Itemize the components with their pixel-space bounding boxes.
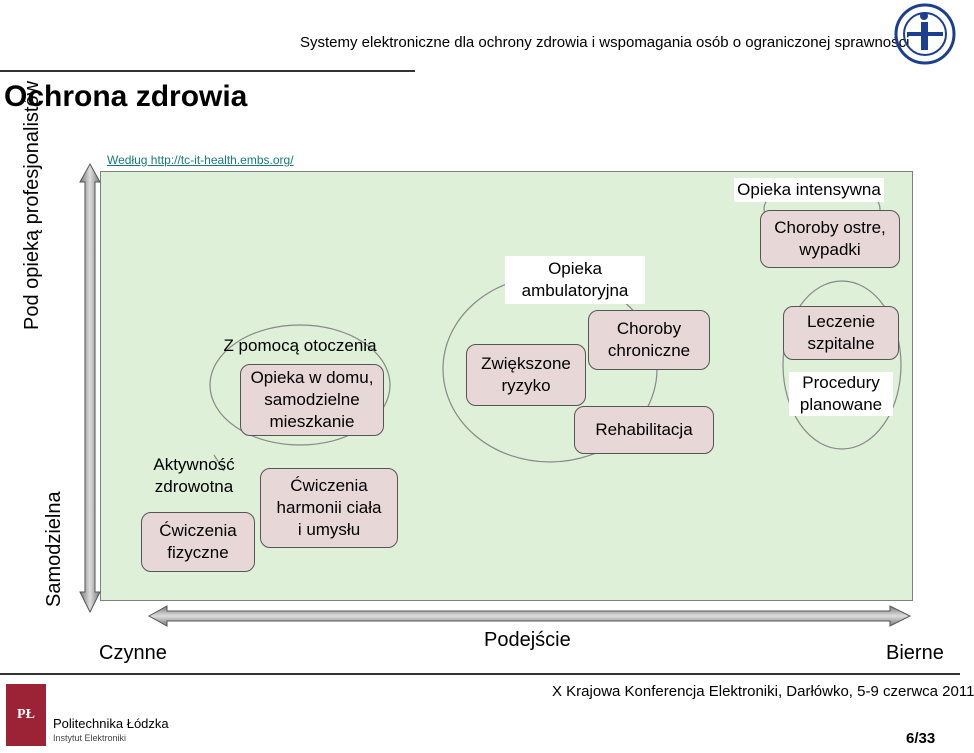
mind-body-line1: Ćwiczenia bbox=[290, 475, 368, 495]
x-axis-left-label: Czynne bbox=[99, 642, 167, 664]
chronic-disease-line2: chroniczne bbox=[607, 341, 691, 360]
acute-disease-box: Choroby ostre, wypadki bbox=[760, 210, 900, 268]
hospital-treatment-line2: szpitalne bbox=[807, 334, 875, 353]
active-health-line1: Aktywność bbox=[153, 455, 235, 474]
ambulatory-care-title: Opieka ambulatoryjna bbox=[505, 256, 645, 305]
home-care-box: Opieka w domu, samodzielne mieszkanie bbox=[240, 364, 384, 436]
hospital-treatment-box: Leczenie szpitalne bbox=[783, 306, 899, 360]
home-care-line1: Opieka w domu, bbox=[250, 367, 374, 387]
y-axis-bottom-label: Samodzielna bbox=[43, 491, 65, 607]
ambulatory-title-line1: Opieka bbox=[548, 259, 602, 278]
hospital-ellipse bbox=[782, 280, 902, 450]
increased-risk-box: Zwiększone ryzyko bbox=[466, 344, 586, 406]
mind-body-line2: harmonii ciała bbox=[276, 497, 382, 517]
ie-logo-icon bbox=[893, 2, 957, 66]
page-number: 6/33 bbox=[906, 730, 936, 747]
vertical-axis-arrow bbox=[79, 162, 101, 614]
planned-procedures-line2: planowane bbox=[799, 395, 883, 415]
ambulatory-title-line2: ambulatoryjna bbox=[521, 281, 629, 301]
home-care-title: Z pomocą otoczenia bbox=[223, 336, 377, 355]
page-title: Ochrona zdrowia bbox=[4, 80, 248, 113]
conference-footer: X Krajowa Konferencja Elektroniki, Darłó… bbox=[552, 683, 974, 700]
rehabilitation-label: Rehabilitacja bbox=[595, 419, 693, 439]
active-connector bbox=[213, 454, 225, 472]
source-link[interactable]: Według http://tc-it-health.embs.org/ bbox=[107, 153, 294, 167]
increased-risk-line1: Zwiększone bbox=[481, 353, 571, 373]
home-care-line2: samodzielne bbox=[264, 389, 360, 409]
mind-body-line3: i umysłu bbox=[297, 520, 361, 540]
hospital-treatment-line1: Leczenie bbox=[806, 311, 876, 331]
planned-procedures-box: Procedury planowane bbox=[789, 372, 893, 417]
intensive-care-title: Opieka intensywna bbox=[734, 178, 884, 203]
rehabilitation-box: Rehabilitacja bbox=[574, 406, 714, 454]
x-axis-center-label: Podejście bbox=[484, 629, 571, 651]
university-logo-icon: PŁ bbox=[6, 684, 46, 746]
institute-name: Instytut Elektroniki bbox=[53, 733, 127, 743]
chronic-disease-line1: Choroby bbox=[616, 318, 682, 338]
presentation-header: Systemy elektroniczne dla ochrony zdrowi… bbox=[300, 34, 910, 51]
x-axis-right-label: Bierne bbox=[886, 642, 944, 664]
header-divider bbox=[0, 70, 415, 72]
university-name: Politechnika Łódzka bbox=[53, 716, 169, 731]
home-care-ellipse bbox=[209, 324, 391, 446]
active-health-label: Aktywność zdrowotna bbox=[148, 454, 240, 498]
horizontal-axis-arrow bbox=[147, 605, 912, 627]
physical-exercise-line2: fizyczne bbox=[167, 543, 229, 562]
acute-disease-line2: wypadki bbox=[799, 240, 861, 259]
y-axis-top-label: Pod opieką profesjonalistów bbox=[21, 80, 43, 330]
mind-body-exercise-box: Ćwiczenia harmonii ciała i umysłu bbox=[260, 468, 398, 548]
physical-exercise-line1: Ćwiczenia bbox=[159, 520, 237, 540]
footer-divider bbox=[0, 673, 960, 675]
increased-risk-line2: ryzyko bbox=[501, 376, 551, 395]
physical-exercise-box: Ćwiczenia fizyczne bbox=[141, 512, 255, 572]
planned-procedures-line1: Procedury bbox=[802, 373, 880, 392]
acute-disease-line1: Choroby ostre, bbox=[774, 217, 886, 237]
chronic-disease-box: Choroby chroniczne bbox=[588, 310, 710, 370]
home-care-line3: mieszkanie bbox=[269, 412, 355, 432]
active-health-line2: zdrowotna bbox=[154, 477, 234, 497]
